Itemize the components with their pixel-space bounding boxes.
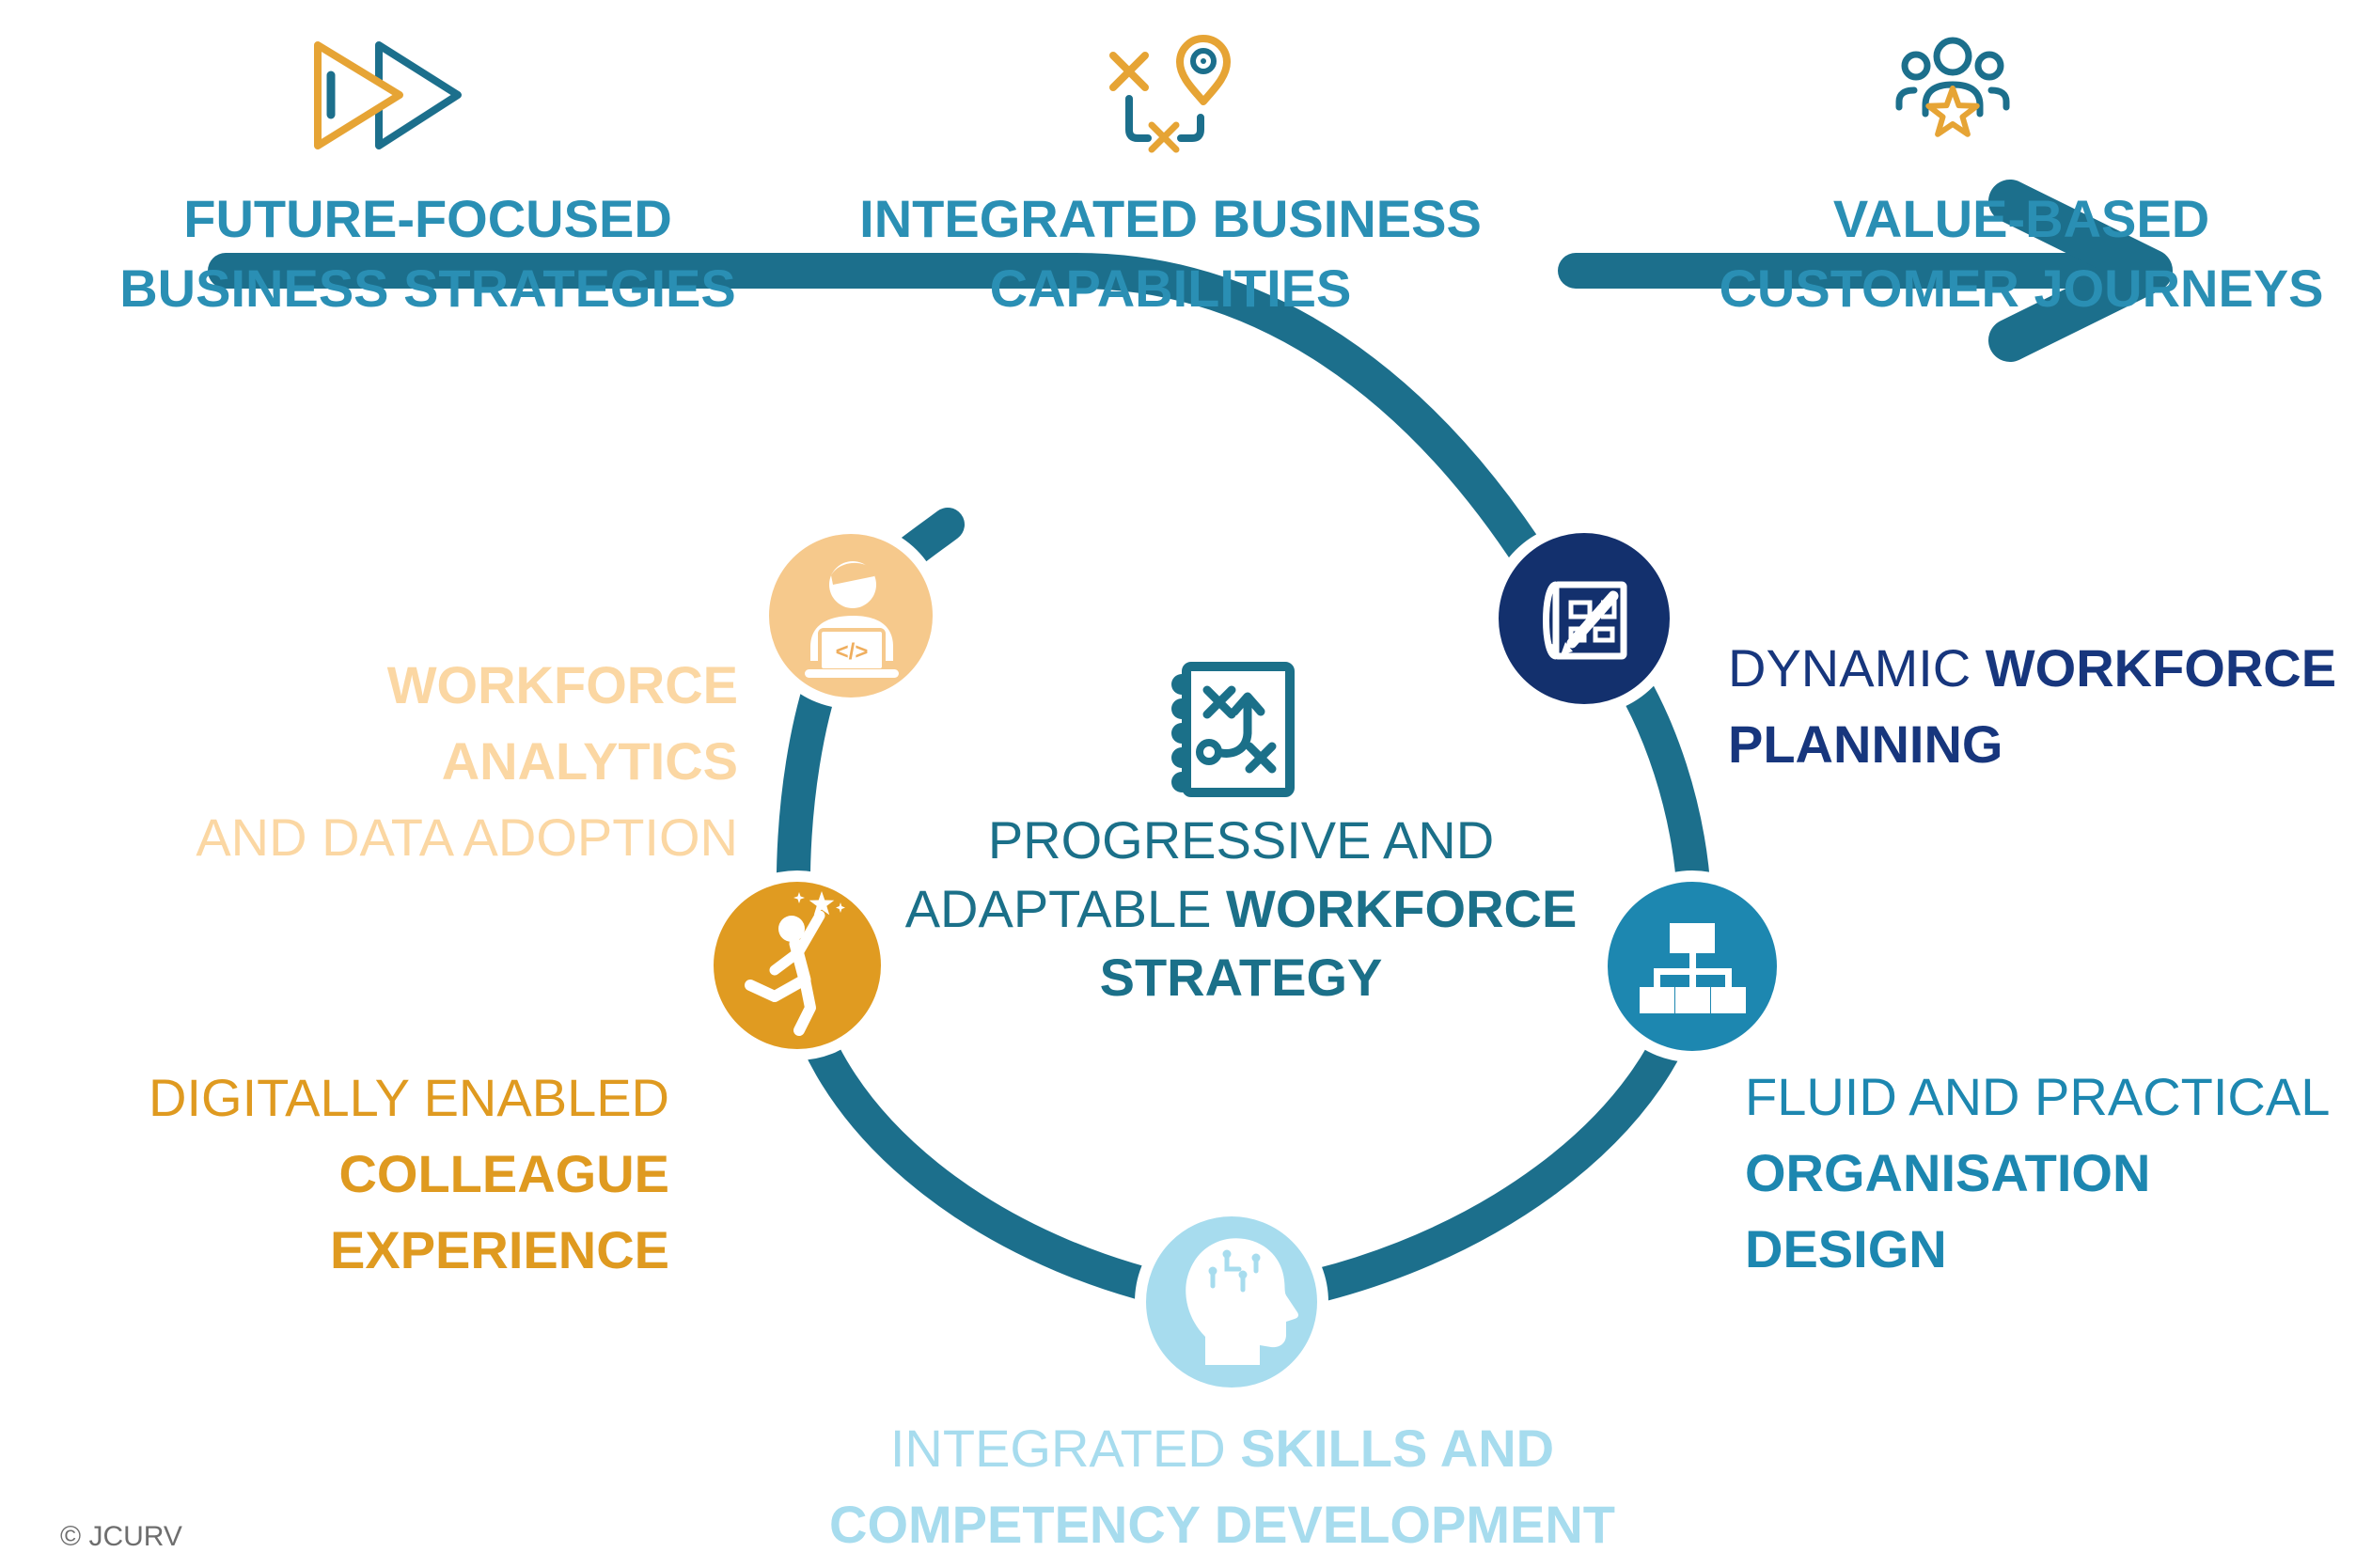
label-workforce-analytics: WORKFORCE ANALYTICS AND DATA ADOPTION xyxy=(80,647,738,876)
node-skills-development xyxy=(1135,1205,1328,1399)
label-colleague-experience: DIGITALLY ENABLED COLLEAGUE EXPERIENCE xyxy=(11,1059,669,1289)
analyst-at-laptop-icon: </> xyxy=(805,561,899,678)
flow-arrow-in xyxy=(208,253,1560,593)
copyright-text: © JCURV xyxy=(60,1521,182,1552)
label-planning-bold: WORKFORCE PLANNING xyxy=(1728,638,2337,775)
label-center-bold: WORKFORCE STRATEGY xyxy=(1099,878,1578,1007)
arrowhead-icon xyxy=(1988,180,2173,362)
label-colleague-bold: COLLEAGUE EXPERIENCE xyxy=(330,1144,669,1280)
node-organisation-design xyxy=(1596,870,1788,1062)
strategy-playbook-icon xyxy=(1171,662,1295,797)
label-organisation-design: FLUID AND PRACTICAL ORGANISATION DESIGN xyxy=(1745,1058,2356,1288)
customer-group-star-icon xyxy=(1895,37,2010,137)
label-dynamic-workforce-planning: DYNAMIC WORKFORCE PLANNING xyxy=(1728,630,2356,782)
label-orgdesign-regular: FLUID AND PRACTICAL xyxy=(1745,1067,2331,1126)
label-orgdesign-bold: ORGANISATION DESIGN xyxy=(1745,1143,2151,1279)
label-planning-regular: DYNAMIC xyxy=(1728,638,1986,698)
person-reaching-star-icon xyxy=(745,891,845,1036)
label-integrated-business-capabilities: INTEGRATED BUSINESS CAPABILITIES xyxy=(859,189,1482,318)
label-center-regular: PROGRESSIVE AND ADAPTABLE xyxy=(904,810,1495,938)
label-colleague-regular: DIGITALLY ENABLED xyxy=(149,1068,669,1127)
label-workforce-strategy-center: PROGRESSIVE AND ADAPTABLE WORKFORCE STRA… xyxy=(865,807,1617,1011)
node-workforce-analytics: </> xyxy=(758,523,944,709)
org-chart-icon xyxy=(1640,923,1746,1013)
head-circuit-icon xyxy=(1186,1238,1298,1365)
label-workforce-analytics-bold: WORKFORCE ANALYTICS xyxy=(386,655,738,792)
blueprint-pencil-icon xyxy=(1543,581,1627,660)
label-skills-development: INTEGRATED SKILLS AND COMPETENCY DEVELOP… xyxy=(799,1410,1645,1562)
label-workforce-analytics-regular: AND DATA ADOPTION xyxy=(196,808,738,868)
label-value-based-customer-journeys: VALUE-BASED CUSTOMER JOURNEYS xyxy=(1719,189,2324,318)
label-skills-regular: INTEGRATED xyxy=(889,1419,1241,1478)
node-colleague-experience xyxy=(702,870,892,1060)
label-future-focused-business-strategies: FUTURE-FOCUSED BUSINESS STRATEGIES xyxy=(119,189,736,318)
svg-text:</>: </> xyxy=(836,639,869,665)
fast-forward-icon xyxy=(314,41,462,149)
flow-arrow-out xyxy=(1558,180,2173,362)
label-skills-bold: SKILLS AND COMPETENCY DEVELOPMENT xyxy=(829,1419,1615,1555)
node-dynamic-workforce-planning xyxy=(1487,522,1681,715)
route-map-icon xyxy=(1109,35,1231,153)
